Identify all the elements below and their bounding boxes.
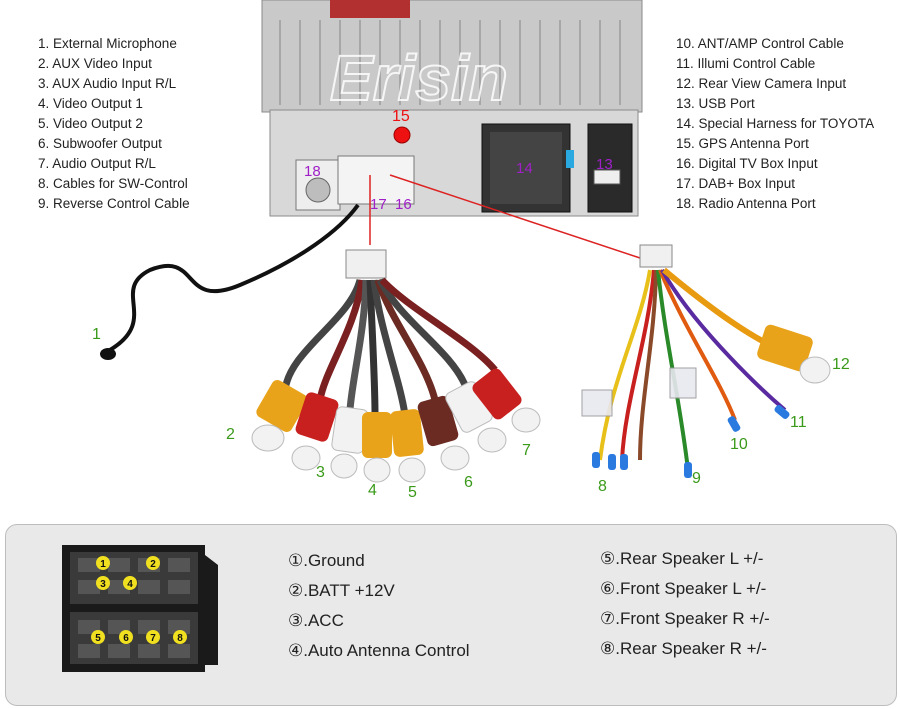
legend-item: 8. Cables for SW-Control <box>38 176 188 191</box>
callout-9: 9 <box>692 470 701 487</box>
callout-2: 2 <box>226 426 235 443</box>
callout-16: 16 <box>395 196 412 213</box>
pinout-item: ⑥.Front Speaker L +/- <box>600 579 767 598</box>
callout-1: 1 <box>92 326 101 343</box>
legend-item: 10. ANT/AMP Control Cable <box>676 36 844 51</box>
pin-label-2: 2 <box>150 559 156 570</box>
callout-10: 10 <box>730 436 748 453</box>
callout-3: 3 <box>316 464 325 481</box>
pinout-list-left: ①.Ground ②.BATT +12V ③.ACC ④.Auto Antenn… <box>288 546 470 666</box>
legend-left: 1. External Microphone 2. AUX Video Inpu… <box>38 34 190 214</box>
callout-15: 15 <box>392 108 410 125</box>
pin-label-8: 8 <box>177 633 183 644</box>
pinout-item: ⑤.Rear Speaker L +/- <box>600 549 764 568</box>
brand-watermark: Erisin <box>330 42 508 114</box>
callout-12: 12 <box>832 356 850 373</box>
callout-14: 14 <box>516 160 533 177</box>
legend-item: 6. Subwoofer Output <box>38 136 162 151</box>
legend-item: 7. Audio Output R/L <box>38 156 156 171</box>
legend-item: 12. Rear View Camera Input <box>676 76 847 91</box>
pin-label-6: 6 <box>123 633 129 644</box>
iso-connector: 1 2 3 4 5 6 7 8 <box>62 545 218 672</box>
pointer-line-16 <box>389 174 641 259</box>
callout-18: 18 <box>304 163 321 180</box>
callout-17: 17 <box>370 196 387 213</box>
legend-item: 15. GPS Antenna Port <box>676 136 809 151</box>
microphone-cable <box>108 203 360 352</box>
legend-item: 17. DAB+ Box Input <box>676 176 795 191</box>
callout-8: 8 <box>598 478 607 495</box>
legend-right: 10. ANT/AMP Control Cable 11. Illumi Con… <box>676 34 874 214</box>
legend-item: 4. Video Output 1 <box>38 96 143 111</box>
legend-item: 3. AUX Audio Input R/L <box>38 76 177 91</box>
legend-item: 13. USB Port <box>676 96 755 111</box>
legend-item: 14. Special Harness for TOYOTA <box>676 116 875 131</box>
pinout-item: ③.ACC <box>288 611 344 630</box>
pin-label-4: 4 <box>127 579 133 590</box>
control-harness <box>581 244 831 478</box>
rca-harness <box>251 249 541 483</box>
pinout-item: ②.BATT +12V <box>288 581 395 600</box>
pinout-item: ①.Ground <box>288 551 365 570</box>
pinout-item: ⑦.Front Speaker R +/- <box>600 609 770 628</box>
connector-pin-markers: 1 2 3 4 5 6 7 8 <box>91 556 187 644</box>
legend-item: 1. External Microphone <box>38 36 177 51</box>
pinout-list-right: ⑤.Rear Speaker L +/- ⑥.Front Speaker L +… <box>600 544 770 664</box>
legend-item: 18. Radio Antenna Port <box>676 196 816 211</box>
pinout-item: ④.Auto Antenna Control <box>288 641 470 660</box>
microphone-icon <box>100 348 116 360</box>
legend-item: 11. Illumi Control Cable <box>676 56 816 71</box>
callout-7: 7 <box>522 442 531 459</box>
pinout-item: ⑧.Rear Speaker R +/- <box>600 639 767 658</box>
callout-6: 6 <box>464 474 473 491</box>
legend-item: 5. Video Output 2 <box>38 116 143 131</box>
legend-item: 9. Reverse Control Cable <box>38 196 190 211</box>
callout-13: 13 <box>596 156 613 173</box>
callout-11: 11 <box>790 414 807 431</box>
legend-item: 2. AUX Video Input <box>38 56 152 71</box>
pin-label-7: 7 <box>150 633 156 644</box>
callout-4: 4 <box>368 482 377 499</box>
pin-label-1: 1 <box>100 559 106 570</box>
pin-label-5: 5 <box>95 633 101 644</box>
pin-label-3: 3 <box>100 579 106 590</box>
legend-item: 16. Digital TV Box Input <box>676 156 818 171</box>
callout-5: 5 <box>408 484 417 501</box>
head-unit <box>261 0 643 217</box>
